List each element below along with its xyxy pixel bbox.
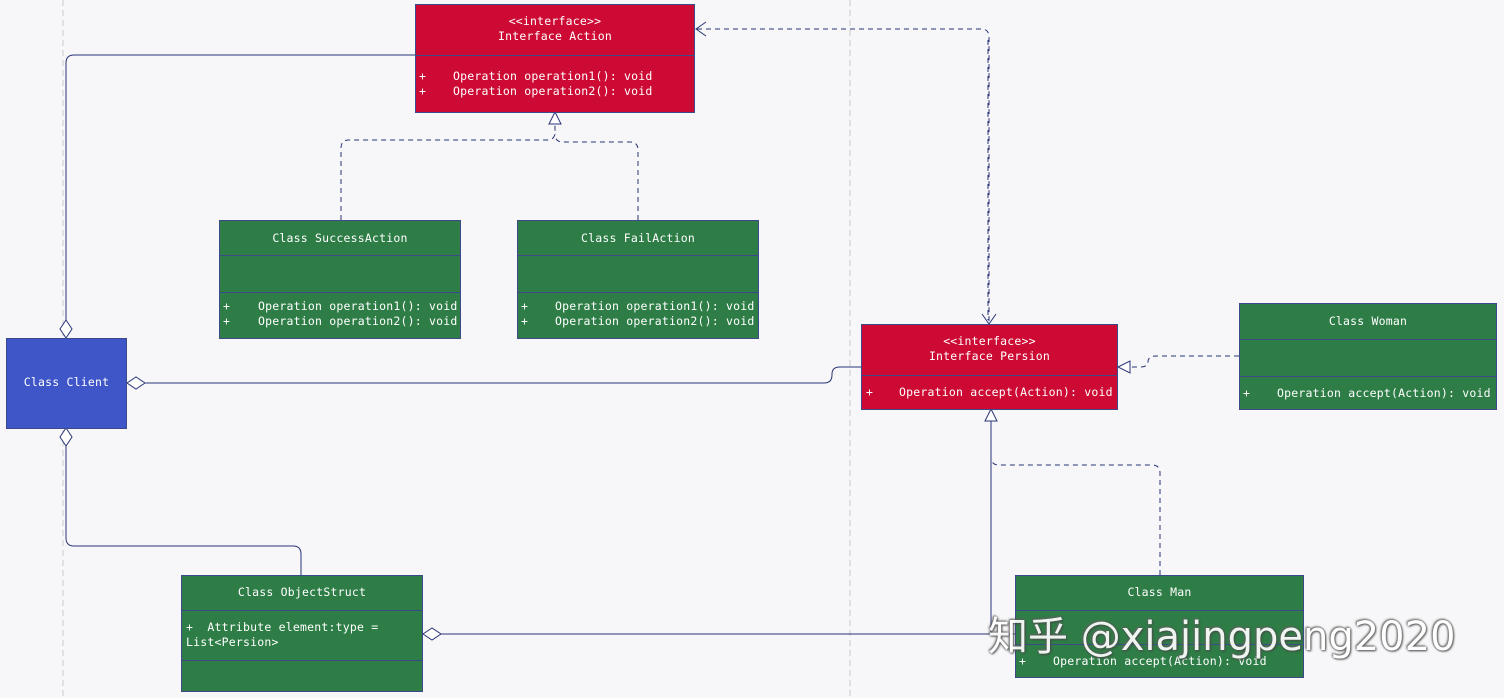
class-successaction-box[interactable]: Class SuccessAction + Operation operatio… [219, 220, 461, 339]
client-persion-association[interactable] [145, 366, 862, 384]
class-man-operations: + Operation accept(Action): void [1016, 644, 1303, 678]
class-woman-attributes [1240, 339, 1496, 376]
interface-persion-name: Interface Persion [928, 349, 1051, 363]
op-symbol: + [866, 385, 874, 399]
fail-action-realization[interactable] [554, 133, 639, 220]
realization-triangle-persion-right [1116, 360, 1131, 374]
class-client-header: Class Client [7, 375, 126, 390]
op-symbol: + [223, 314, 231, 328]
class-objectstruct-operations [182, 660, 422, 692]
interface-action-name: Interface Action [498, 29, 612, 43]
action-arrow-open [695, 21, 707, 37]
interface-action-box[interactable]: <<interface>> Interface Action + Operati… [415, 4, 695, 113]
class-man-name: Class Man [1127, 585, 1192, 599]
client-objectstruct-association[interactable] [65, 446, 302, 575]
class-failaction-attributes [518, 255, 758, 292]
realization-triangle-action [548, 110, 562, 125]
op-symbol: + [1243, 386, 1251, 400]
class-objectstruct-box[interactable]: Class ObjectStruct + Attribute element:t… [181, 575, 423, 692]
attribute-row: + Attribute element:type = [186, 620, 379, 634]
class-failaction-operations: + Operation operation1(): void + Operati… [518, 292, 758, 339]
aggregation-diamond-client-right [126, 376, 146, 390]
interface-persion-operations: + Operation accept(Action): void [862, 375, 1117, 410]
woman-persion-realization[interactable] [1130, 355, 1239, 368]
class-woman-header: Class Woman [1240, 314, 1496, 329]
class-objectstruct-attributes: + Attribute element:type = List<Persion> [182, 610, 422, 660]
class-man-header: Class Man [1016, 585, 1303, 600]
class-client-name: Class Client [23, 375, 110, 389]
operation-row: Operation operation1(): void [555, 299, 755, 313]
operation-row: Operation operation1(): void [258, 299, 458, 313]
operation-row: Operation operation2(): void [258, 314, 458, 328]
op-symbol: + [1019, 654, 1027, 668]
class-successaction-name: Class SuccessAction [272, 231, 408, 245]
interface-persion-header: <<interface>> Interface Persion [862, 334, 1117, 364]
client-action-association[interactable] [65, 54, 415, 320]
aggregation-diamond-objectstruct [422, 627, 442, 641]
operation-row: Operation operation2(): void [555, 314, 755, 328]
action-persion-dependency[interactable] [697, 28, 990, 324]
class-man-attributes [1016, 610, 1303, 644]
interface-persion-stereotype: <<interface>> [943, 334, 1036, 348]
class-objectstruct-header: Class ObjectStruct [182, 585, 422, 600]
operation-row: Operation operation2(): void [453, 84, 653, 98]
operation-row: Operation accept(Action): void [899, 385, 1113, 399]
interface-action-stereotype: <<interface>> [508, 14, 602, 28]
aggregation-diamond-client-top [59, 319, 73, 339]
class-successaction-operations: + Operation operation1(): void + Operati… [220, 292, 460, 339]
class-objectstruct-name: Class ObjectStruct [237, 585, 367, 599]
success-action-realization[interactable] [340, 124, 556, 220]
operation-row: Operation operation1(): void [453, 69, 653, 83]
class-failaction-name: Class FailAction [581, 231, 695, 245]
man-persion-realization[interactable] [990, 420, 1161, 575]
class-failaction-header: Class FailAction [518, 231, 758, 246]
class-successaction-attributes [220, 255, 460, 292]
realization-triangle-persion-bottom [984, 407, 998, 422]
class-successaction-header: Class SuccessAction [220, 231, 460, 246]
op-symbol: + [521, 299, 529, 313]
interface-action-header: <<interface>> Interface Action [416, 14, 694, 44]
class-woman-box[interactable]: Class Woman + Operation accept(Action): … [1239, 303, 1497, 410]
op-symbol: + [419, 69, 427, 83]
class-client-box[interactable]: Class Client [6, 338, 127, 429]
class-woman-name: Class Woman [1328, 314, 1408, 328]
watermark: 知乎 @xiajingpeng2020 [988, 614, 1456, 660]
operation-row: Operation accept(Action): void [1277, 386, 1491, 400]
class-man-box[interactable]: Class Man + Operation accept(Action): vo… [1015, 575, 1304, 678]
op-symbol: + [419, 84, 427, 98]
interface-action-operations: + Operation operation1(): void + Operati… [416, 55, 694, 112]
attribute-type: List<Persion> [186, 635, 279, 649]
op-symbol: + [521, 314, 529, 328]
aggregation-diamond-client-bottom [59, 427, 73, 447]
class-failaction-box[interactable]: Class FailAction + Operation operation1(… [517, 220, 759, 339]
class-woman-operations: + Operation accept(Action): void [1240, 376, 1496, 410]
op-symbol: + [223, 299, 231, 313]
operation-row: Operation accept(Action): void [1053, 654, 1267, 668]
interface-persion-box[interactable]: <<interface>> Interface Persion + Operat… [861, 324, 1118, 410]
